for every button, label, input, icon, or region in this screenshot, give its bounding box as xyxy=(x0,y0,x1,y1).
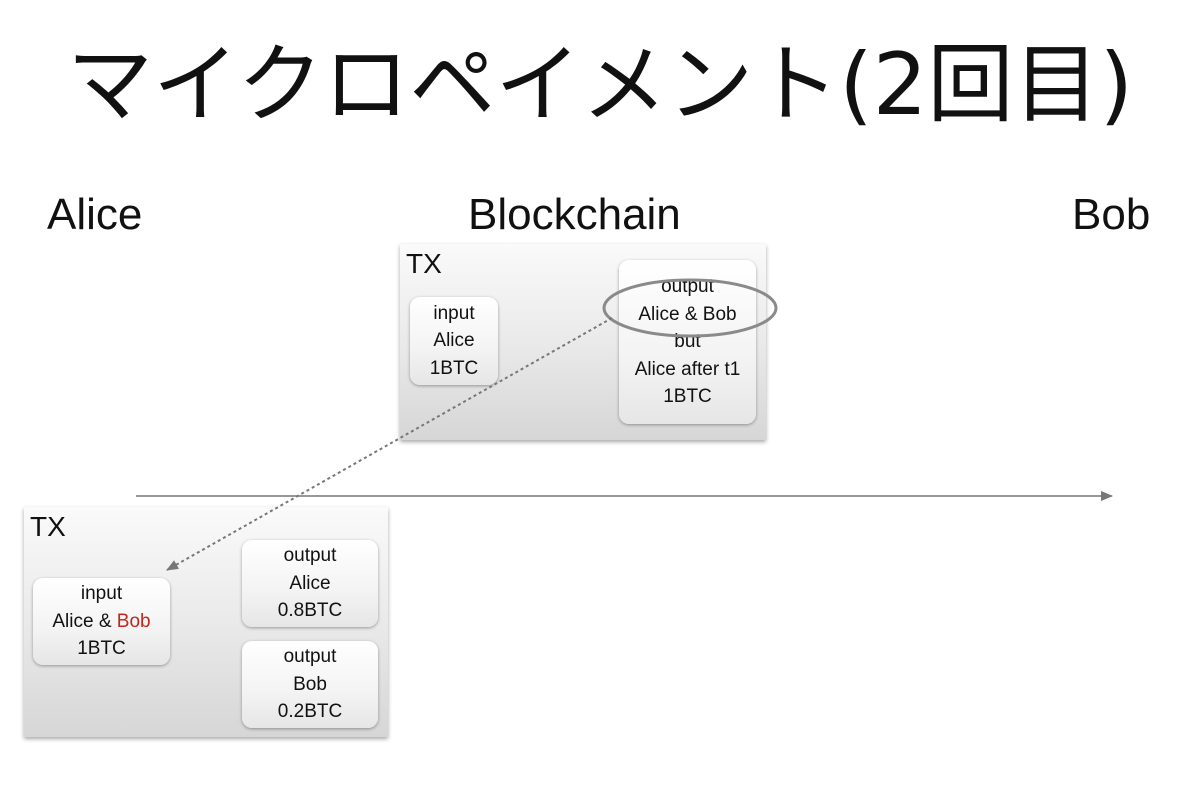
alice-tx-output-alice: output Alice 0.8BTC xyxy=(242,540,378,627)
output-alt: Alice after t1 xyxy=(634,358,741,380)
highlight-ellipse xyxy=(602,278,778,338)
lane-label-bob: Bob xyxy=(1072,190,1151,239)
tx-label: TX xyxy=(30,511,66,542)
lane-label-alice: Alice xyxy=(47,190,143,239)
input-owner-alice: Alice & xyxy=(52,610,117,632)
input-kind: input xyxy=(433,302,475,324)
output-kind: output xyxy=(283,545,337,567)
input-owner: Alice & Bob xyxy=(52,608,150,636)
input-amount: 1BTC xyxy=(77,638,126,660)
slide-title: マイクロペイメント(2回目) xyxy=(66,35,1134,135)
output-owner: Alice & Bob xyxy=(638,303,737,325)
spend-reference-arrow xyxy=(166,317,613,571)
input-kind: input xyxy=(80,583,123,605)
lane-label-blockchain: Blockchain xyxy=(468,190,681,239)
input-owner: Alice xyxy=(433,330,475,352)
output-amount: 1BTC xyxy=(663,386,712,408)
blockchain-tx-input: input Alice 1BTC xyxy=(410,297,498,385)
blockchain-tx-output: output Alice & Bob but Alice after t1 1B… xyxy=(619,260,756,424)
tx-label: TX xyxy=(406,248,442,279)
alice-tx-output-bob: output Bob 0.2BTC xyxy=(242,641,378,728)
input-amount: 1BTC xyxy=(429,357,479,379)
input-owner-bob: Bob xyxy=(116,610,151,632)
output-kind: output xyxy=(283,646,337,668)
output-amount: 0.8BTC xyxy=(277,600,343,622)
output-owner: Bob xyxy=(293,673,327,695)
alice-tx-box: TX input Alice & Bob 1BTC output Alice 0… xyxy=(24,507,388,737)
blockchain-tx-box: TX input Alice 1BTC output Alice & Bob b… xyxy=(400,244,766,440)
output-owner: Alice xyxy=(289,572,331,594)
alice-tx-input: input Alice & Bob 1BTC xyxy=(33,578,170,665)
output-amount: 0.2BTC xyxy=(277,701,343,723)
